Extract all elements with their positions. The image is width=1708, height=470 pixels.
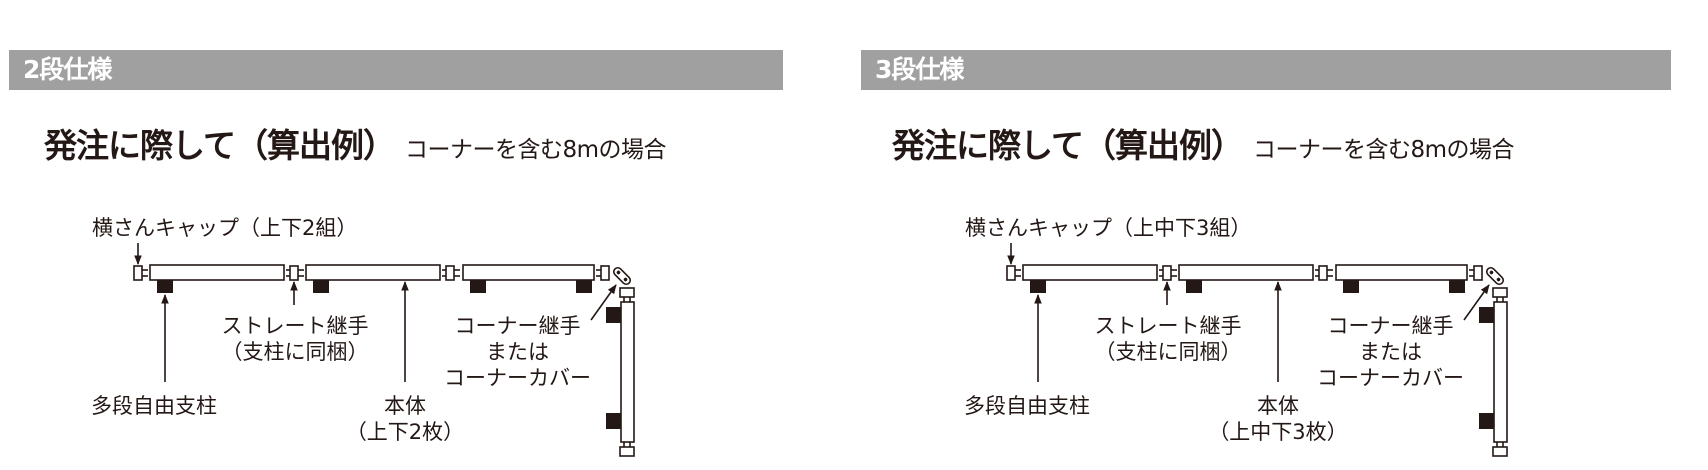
end-cap-icon — [596, 265, 610, 281]
straight-joint-icon — [286, 265, 304, 281]
page-heading: 発注に際して（算出例） コーナーを含む8mの場合 — [892, 126, 1515, 172]
end-cap-icon — [619, 287, 635, 302]
heading-main: 発注に際して（算出例） — [44, 126, 396, 165]
post-block — [470, 280, 486, 293]
straight-joint-icon — [1159, 265, 1177, 281]
page-heading: 発注に際して（算出例） コーナーを含む8mの場合 — [44, 126, 667, 172]
post-block — [1343, 280, 1359, 293]
fence-layout-diagram — [133, 243, 635, 457]
end-cap-icon — [619, 442, 635, 457]
straight-joint-icon — [442, 265, 460, 281]
panel-two-tier: 2段仕様 発注に際して（算出例） コーナーを含む8mの場合 — [9, 50, 783, 457]
corner-joint-icon — [1485, 266, 1505, 286]
rail-2 — [1178, 264, 1314, 281]
label-body: 本体 （上下2枚） — [345, 394, 465, 444]
label-post: 多段自由支柱 — [91, 394, 217, 418]
rail-3 — [1335, 264, 1468, 281]
rail-1 — [149, 264, 285, 281]
heading-sub: コーナーを含む8mの場合 — [1253, 137, 1515, 163]
fence-layout-diagram — [1006, 243, 1508, 457]
heading-main: 発注に際して（算出例） — [892, 126, 1244, 165]
end-cap-icon — [1492, 442, 1508, 457]
post-block — [606, 307, 621, 323]
corner-leader-arrow — [1463, 284, 1490, 321]
label-body: 本体 （上中下3枚） — [1208, 394, 1348, 444]
post-block — [1479, 307, 1494, 323]
post-block — [1030, 280, 1046, 293]
post-block — [157, 280, 173, 293]
rail-vertical — [620, 301, 635, 443]
label-corner-joint: コーナー継手 または コーナーカバー — [1317, 314, 1464, 390]
section-title: 2段仕様 — [23, 55, 112, 84]
rail-3 — [462, 264, 595, 281]
section-bar: 3段仕様 — [861, 50, 1671, 90]
corner-leader-arrow — [590, 284, 617, 321]
post-block — [313, 280, 329, 293]
post-block — [606, 413, 621, 429]
end-cap-icon — [1006, 265, 1021, 281]
corner-joint-icon — [612, 266, 632, 286]
rail-2 — [305, 264, 441, 281]
label-straight-joint: ストレート継手 （支柱に同梱） — [1094, 314, 1242, 364]
heading-sub: コーナーを含む8mの場合 — [405, 137, 667, 163]
label-cap: 横さんキャップ（上下2組） — [92, 216, 358, 240]
posts — [157, 280, 621, 429]
rail-vertical — [1493, 301, 1508, 443]
panel-three-tier: 3段仕様 発注に際して（算出例） コーナーを含む8mの場合 — [852, 0, 1708, 470]
rail-1 — [1022, 264, 1158, 281]
end-cap-icon — [133, 265, 148, 281]
label-straight-joint: ストレート継手 （支柱に同梱） — [221, 314, 369, 364]
section-title: 3段仕様 — [875, 55, 964, 84]
end-cap-icon — [1469, 265, 1483, 281]
label-corner-joint: コーナー継手 または コーナーカバー — [444, 314, 591, 390]
posts — [1030, 280, 1494, 429]
post-block — [576, 280, 592, 293]
post-block — [1479, 413, 1494, 429]
post-block — [1186, 280, 1202, 293]
straight-joint-icon — [1315, 265, 1333, 281]
label-post: 多段自由支柱 — [964, 394, 1090, 418]
diagram-wrapper: 横さんキャップ（上中下3組） ストレート継手 （支柱に同梱） コーナー継手 また… — [873, 0, 1573, 470]
label-cap: 横さんキャップ（上中下3組） — [965, 216, 1252, 240]
post-block — [1449, 280, 1465, 293]
end-cap-icon — [1492, 287, 1508, 302]
section-bar: 2段仕様 — [9, 50, 783, 90]
